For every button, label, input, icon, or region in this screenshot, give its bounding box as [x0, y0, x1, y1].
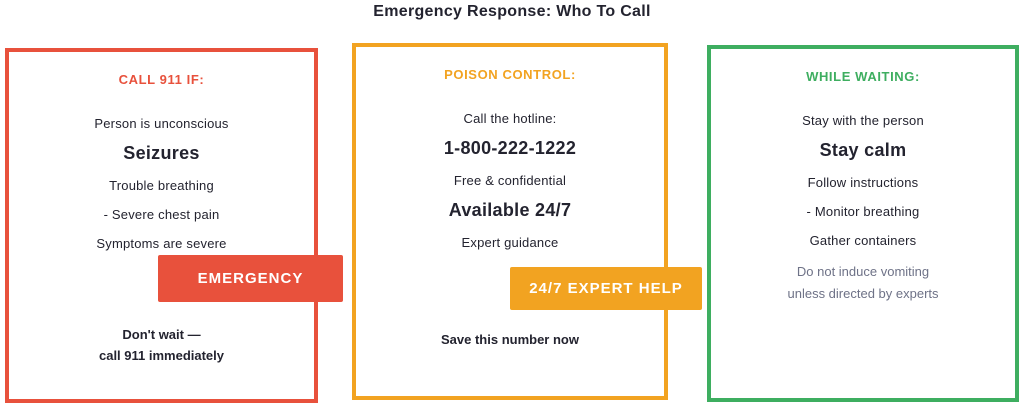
emergency-badge: EMERGENCY: [158, 255, 343, 302]
card-while-waiting-line-3: Follow instructions: [807, 175, 919, 190]
card-call-911-line-3: Trouble breathing: [109, 178, 214, 193]
card-call-911-footer-line-1: Don't wait —: [122, 327, 201, 342]
card-poison-control-line-1: Call the hotline:: [463, 111, 557, 126]
card-call-911: CALL 911 IF: Person is unconscious Seizu…: [5, 48, 318, 403]
card-call-911-footer: Don't wait — call 911 immediately: [9, 324, 314, 366]
card-poison-control-header: POISON CONTROL:: [444, 67, 576, 82]
card-while-waiting-note: Do not induce vomiting unless directed b…: [711, 261, 1015, 305]
card-call-911-lines: Person is unconscious Seizures Trouble b…: [9, 102, 314, 251]
card-call-911-line-1: Person is unconscious: [94, 116, 229, 131]
card-poison-control-line-4: Available 24/7: [448, 200, 572, 220]
card-while-waiting-line-5: Gather containers: [809, 233, 917, 248]
card-while-waiting-line-4: - Monitor breathing: [806, 204, 920, 219]
card-poison-control-line-3: Free & confidential: [453, 173, 567, 188]
page-title: Emergency Response: Who To Call: [373, 3, 651, 20]
card-poison-control: POISON CONTROL: Call the hotline: 1-800-…: [352, 43, 668, 400]
card-call-911-footer-line-2: call 911 immediately: [98, 348, 225, 363]
card-call-911-header: CALL 911 IF:: [118, 72, 205, 87]
card-poison-control-lines: Call the hotline: 1-800-222-1222 Free & …: [356, 97, 664, 250]
card-call-911-line-5: Symptoms are severe: [96, 236, 227, 251]
card-while-waiting-line-2: Stay calm: [819, 140, 907, 160]
card-while-waiting: WHILE WAITING: Stay with the person Stay…: [707, 45, 1019, 402]
card-while-waiting-note-line-1: Do not induce vomiting: [796, 264, 930, 279]
card-poison-control-line-5: Expert guidance: [461, 235, 559, 250]
card-poison-control-footer: Save this number now: [356, 329, 664, 350]
card-poison-control-footer-line-1: Save this number now: [441, 332, 579, 347]
card-while-waiting-line-1: Stay with the person: [802, 113, 924, 128]
expert-help-badge: 24/7 EXPERT HELP: [510, 267, 702, 310]
card-call-911-line-4: - Severe chest pain: [103, 207, 220, 222]
card-poison-control-phone: 1-800-222-1222: [443, 138, 577, 158]
card-while-waiting-note-line-2: unless directed by experts: [787, 286, 939, 301]
card-while-waiting-header: WHILE WAITING:: [806, 69, 920, 84]
card-while-waiting-lines: Stay with the person Stay calm Follow in…: [711, 99, 1015, 248]
card-call-911-line-2: Seizures: [123, 143, 200, 163]
